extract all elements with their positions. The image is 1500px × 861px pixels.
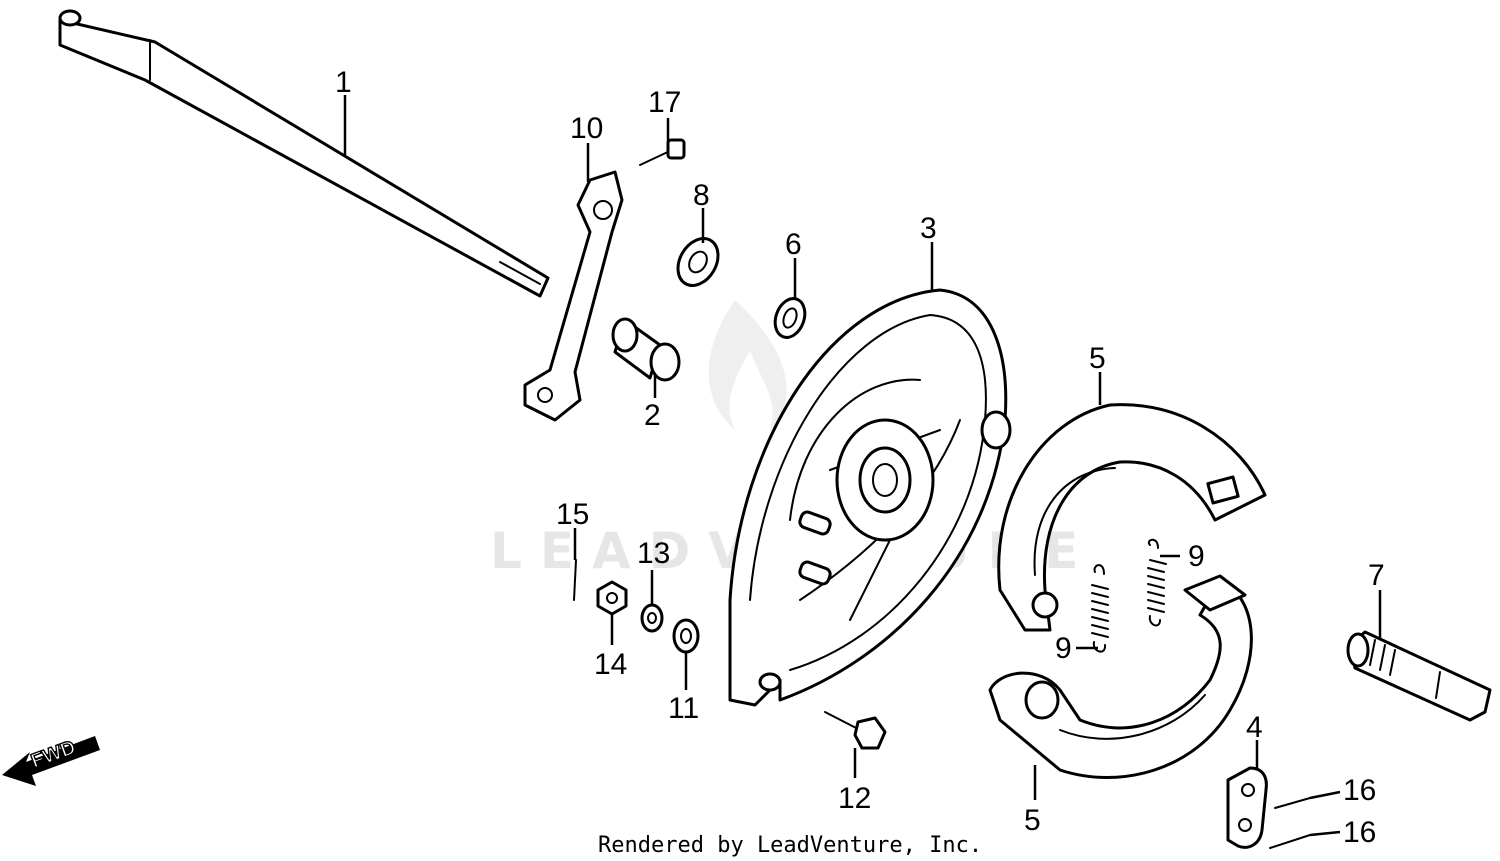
callout-8: 8: [693, 179, 710, 212]
oil-seal-6: [773, 297, 807, 339]
fwd-label: FWD: [28, 736, 78, 772]
brake-shoe-lower: [988, 574, 1253, 779]
washer-11: [672, 618, 700, 654]
callout-11: 11: [668, 692, 699, 725]
callout-12: 12: [838, 782, 871, 815]
fwd-direction-arrow: FWD: [2, 736, 100, 786]
callout-14: 14: [594, 648, 627, 681]
washer-13: [640, 603, 664, 633]
brake-torque-link: [523, 170, 624, 422]
brake-panel: [728, 288, 1012, 707]
callout-9-lower: 9: [1055, 632, 1072, 665]
callout-4: 4: [1246, 711, 1263, 744]
callout-16-upper: 16: [1343, 774, 1376, 807]
rear-axle: [58, 9, 550, 298]
callout-13: 13: [637, 537, 670, 570]
brake-cam: [1346, 630, 1492, 722]
brake-spring-1: [1147, 538, 1167, 627]
callout-5-lower: 5: [1024, 804, 1041, 837]
leader-lines: [343, 95, 1382, 837]
cotter-pin-16b: [1269, 834, 1311, 849]
callout-2: 2: [644, 399, 661, 432]
callout-9-upper: 9: [1188, 540, 1205, 573]
callout-6: 6: [785, 228, 802, 261]
callout-15: 15: [556, 498, 589, 531]
callout-5-upper: 5: [1089, 342, 1106, 375]
bolt-17: [639, 138, 686, 166]
callout-3: 3: [920, 212, 937, 245]
nut-14: [596, 580, 628, 616]
washer-8: [676, 237, 720, 287]
callout-10: 10: [570, 112, 603, 145]
callout-17: 17: [648, 86, 681, 119]
callout-1: 1: [335, 66, 352, 99]
callout-7: 7: [1368, 559, 1385, 592]
callouts: 1 2 3 4 5 5 6 7 8 9 9 10 11 12 13 14 15 …: [335, 66, 1385, 849]
bolt-12: [824, 711, 887, 750]
callout-16-lower: 16: [1343, 816, 1376, 849]
collar-2: [611, 317, 681, 382]
cotter-pin-16a: [1274, 797, 1311, 809]
brake-spring-2: [1091, 564, 1109, 653]
brake-shoe-upper: [997, 403, 1267, 632]
plate-4: [1226, 766, 1268, 849]
cotter-pin-15: [573, 559, 577, 601]
render-credit: Rendered by LeadVenture, Inc.: [598, 833, 982, 858]
